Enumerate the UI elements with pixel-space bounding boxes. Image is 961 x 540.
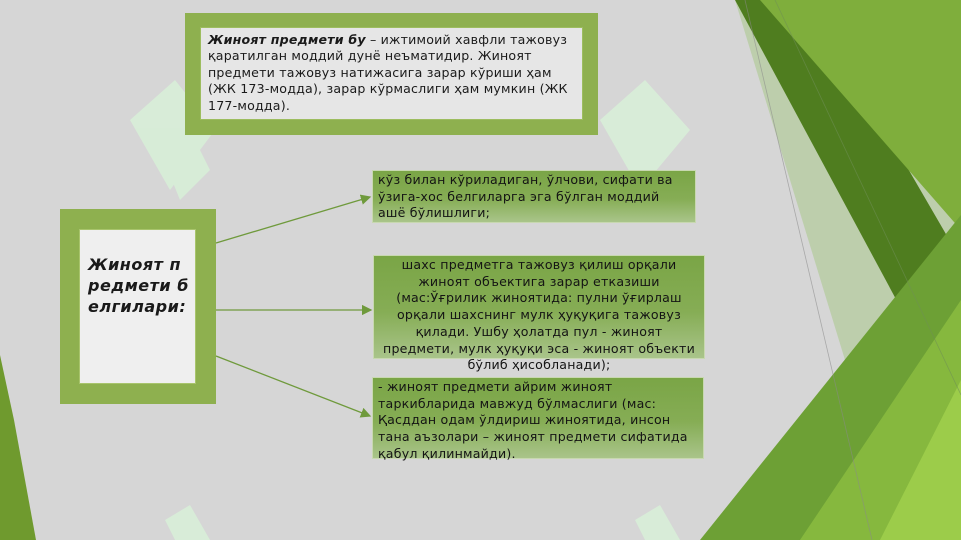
feature-box-3: - жиноят предмети айрим жиноят таркиблар… — [372, 377, 704, 461]
feature-box-2: шахс предметга тажовуз қилиш орқали жино… — [373, 255, 705, 372]
arrow-to-feature-3 — [215, 355, 372, 418]
main-title: Жиноят предмети белгилари: — [79, 229, 196, 384]
definition-box: Жиноят предмети бу – ижтимоий хавфли таж… — [200, 27, 583, 120]
arrow-to-feature-1 — [215, 194, 372, 244]
definition-term: Жиноят предмети бу — [208, 32, 366, 47]
feature-box-1: кўз билан кўриладиган, ўлчови, сифати ва… — [372, 170, 696, 223]
definition-text: – ижтимоий хавфли тажовуз қаратилган мод… — [208, 32, 568, 113]
